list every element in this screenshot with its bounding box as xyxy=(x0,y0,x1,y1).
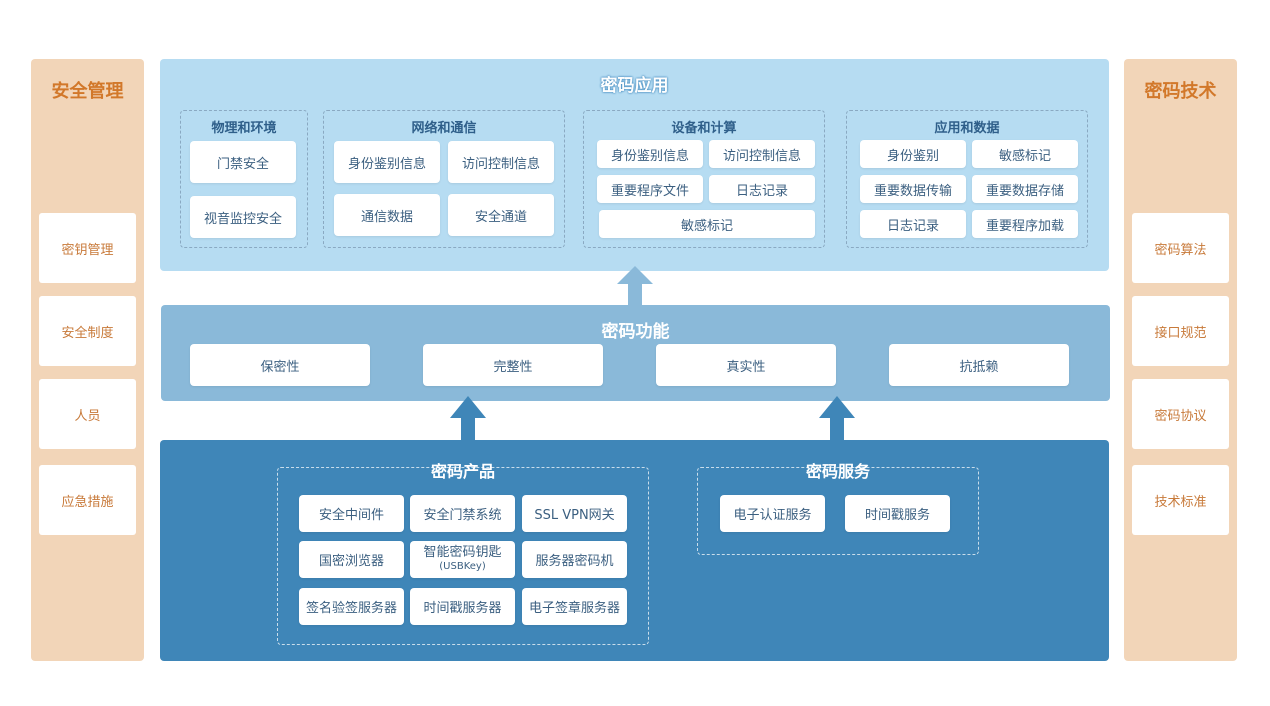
left-item-emergency-measures[interactable]: 应急措施 xyxy=(39,465,136,535)
right-column-title: 密码技术 xyxy=(1144,81,1217,102)
crypto-products-band: 密码产品 安全中间件 安全门禁系统 SSL VPN网关 国密浏览器 智能密码钥匙… xyxy=(160,440,1109,661)
box-label: 时间戳服务器 xyxy=(423,601,502,616)
box-secure-channel[interactable]: 安全通道 xyxy=(448,194,554,236)
box-important-program-loading[interactable]: 重要程序加载 xyxy=(972,210,1078,238)
left-column-security-management: 安全管理 密钥管理 安全制度 人员 应急措施 xyxy=(31,59,144,661)
application-title: 密码应用 xyxy=(600,76,669,96)
group-title: 物理和环境 xyxy=(211,121,277,136)
box-server-crypto-machine[interactable]: 服务器密码机 xyxy=(522,541,627,578)
box-timestamp-service[interactable]: 时间戳服务 xyxy=(845,495,950,532)
box-electronic-certification-service[interactable]: 电子认证服务 xyxy=(720,495,825,532)
box-identity-auth-info[interactable]: 身份鉴别信息 xyxy=(334,141,440,183)
left-column-title: 安全管理 xyxy=(51,81,124,102)
box-sublabel: (USBKey) xyxy=(439,561,486,573)
box-important-data-transfer[interactable]: 重要数据传输 xyxy=(860,175,966,203)
left-item-security-policy[interactable]: 安全制度 xyxy=(39,296,136,366)
box-important-data-storage[interactable]: 重要数据存储 xyxy=(972,175,1078,203)
group-physical-environment: 物理和环境 门禁安全 视音监控安全 xyxy=(180,110,308,248)
box-access-control-security[interactable]: 门禁安全 xyxy=(190,141,296,183)
group-title: 应用和数据 xyxy=(934,121,1000,136)
box-communication-data[interactable]: 通信数据 xyxy=(334,194,440,236)
box-signature-verification-server[interactable]: 签名验签服务器 xyxy=(299,588,404,625)
box-important-program-files[interactable]: 重要程序文件 xyxy=(597,175,703,203)
left-item-key-management[interactable]: 密钥管理 xyxy=(39,213,136,283)
box-identity-auth[interactable]: 身份鉴别 xyxy=(860,140,966,168)
box-national-crypto-browser[interactable]: 国密浏览器 xyxy=(299,541,404,578)
box-label: 服务器密码机 xyxy=(535,554,614,569)
group-crypto-services: 密码服务 电子认证服务 时间戳服务 xyxy=(697,462,979,555)
box-label: 安全中间件 xyxy=(318,508,384,523)
right-item-tech-standard[interactable]: 技术标准 xyxy=(1132,465,1229,535)
box-log-records[interactable]: 日志记录 xyxy=(709,175,815,203)
box-security-middleware[interactable]: 安全中间件 xyxy=(299,495,404,532)
box-label: 国密浏览器 xyxy=(318,554,384,569)
group-device-computing: 设备和计算 身份鉴别信息 访问控制信息 重要程序文件 日志记录 敏感标记 xyxy=(583,110,825,248)
right-item-interface-spec[interactable]: 接口规范 xyxy=(1132,296,1229,366)
box-electronic-seal-server[interactable]: 电子签章服务器 xyxy=(522,588,627,625)
box-log-records[interactable]: 日志记录 xyxy=(860,210,966,238)
box-ssl-vpn-gateway[interactable]: SSL VPN网关 xyxy=(522,495,627,532)
box-label: SSL VPN网关 xyxy=(534,508,615,523)
services-title: 密码服务 xyxy=(805,462,870,481)
box-non-repudiation[interactable]: 抗抵赖 xyxy=(889,344,1069,386)
group-application-data: 应用和数据 身份鉴别 敏感标记 重要数据传输 重要数据存储 日志记录 重要程序加… xyxy=(846,110,1088,248)
box-sensitive-marking[interactable]: 敏感标记 xyxy=(599,210,815,238)
up-arrow-icon xyxy=(450,396,486,441)
function-title: 密码功能 xyxy=(601,322,670,342)
box-label: 安全门禁系统 xyxy=(423,508,502,523)
box-sensitive-marking[interactable]: 敏感标记 xyxy=(972,140,1078,168)
box-identity-auth-info[interactable]: 身份鉴别信息 xyxy=(597,140,703,168)
box-label: 智能密码钥匙 xyxy=(423,545,502,561)
box-secure-access-system[interactable]: 安全门禁系统 xyxy=(410,495,515,532)
products-title: 密码产品 xyxy=(430,462,495,481)
box-label: 签名验签服务器 xyxy=(305,601,397,616)
right-item-crypto-protocol[interactable]: 密码协议 xyxy=(1132,379,1229,449)
box-smart-crypto-key[interactable]: 智能密码钥匙(USBKey) xyxy=(410,541,515,578)
box-access-control-info[interactable]: 访问控制信息 xyxy=(448,141,554,183)
box-label: 电子签章服务器 xyxy=(528,601,620,616)
group-title: 网络和通信 xyxy=(411,121,477,136)
box-integrity[interactable]: 完整性 xyxy=(423,344,603,386)
box-authenticity[interactable]: 真实性 xyxy=(656,344,836,386)
group-crypto-products: 密码产品 安全中间件 安全门禁系统 SSL VPN网关 国密浏览器 智能密码钥匙… xyxy=(277,462,649,645)
box-timestamp-server[interactable]: 时间戳服务器 xyxy=(410,588,515,625)
box-video-surveillance-security[interactable]: 视音监控安全 xyxy=(190,196,296,238)
group-network-communication: 网络和通信 身份鉴别信息 访问控制信息 通信数据 安全通道 xyxy=(323,110,565,248)
box-access-control-info[interactable]: 访问控制信息 xyxy=(709,140,815,168)
crypto-application-band: 密码应用 物理和环境 门禁安全 视音监控安全 网络和通信 身份鉴别信息 访问控制… xyxy=(160,59,1109,271)
group-title: 设备和计算 xyxy=(671,121,737,136)
right-item-crypto-algorithm[interactable]: 密码算法 xyxy=(1132,213,1229,283)
crypto-function-band: 密码功能 保密性 完整性 真实性 抗抵赖 xyxy=(161,305,1110,401)
box-confidentiality[interactable]: 保密性 xyxy=(190,344,370,386)
left-item-personnel[interactable]: 人员 xyxy=(39,379,136,449)
right-column-crypto-technology: 密码技术 密码算法 接口规范 密码协议 技术标准 xyxy=(1124,59,1237,661)
up-arrow-icon xyxy=(819,396,855,441)
up-arrow-icon xyxy=(617,266,653,306)
